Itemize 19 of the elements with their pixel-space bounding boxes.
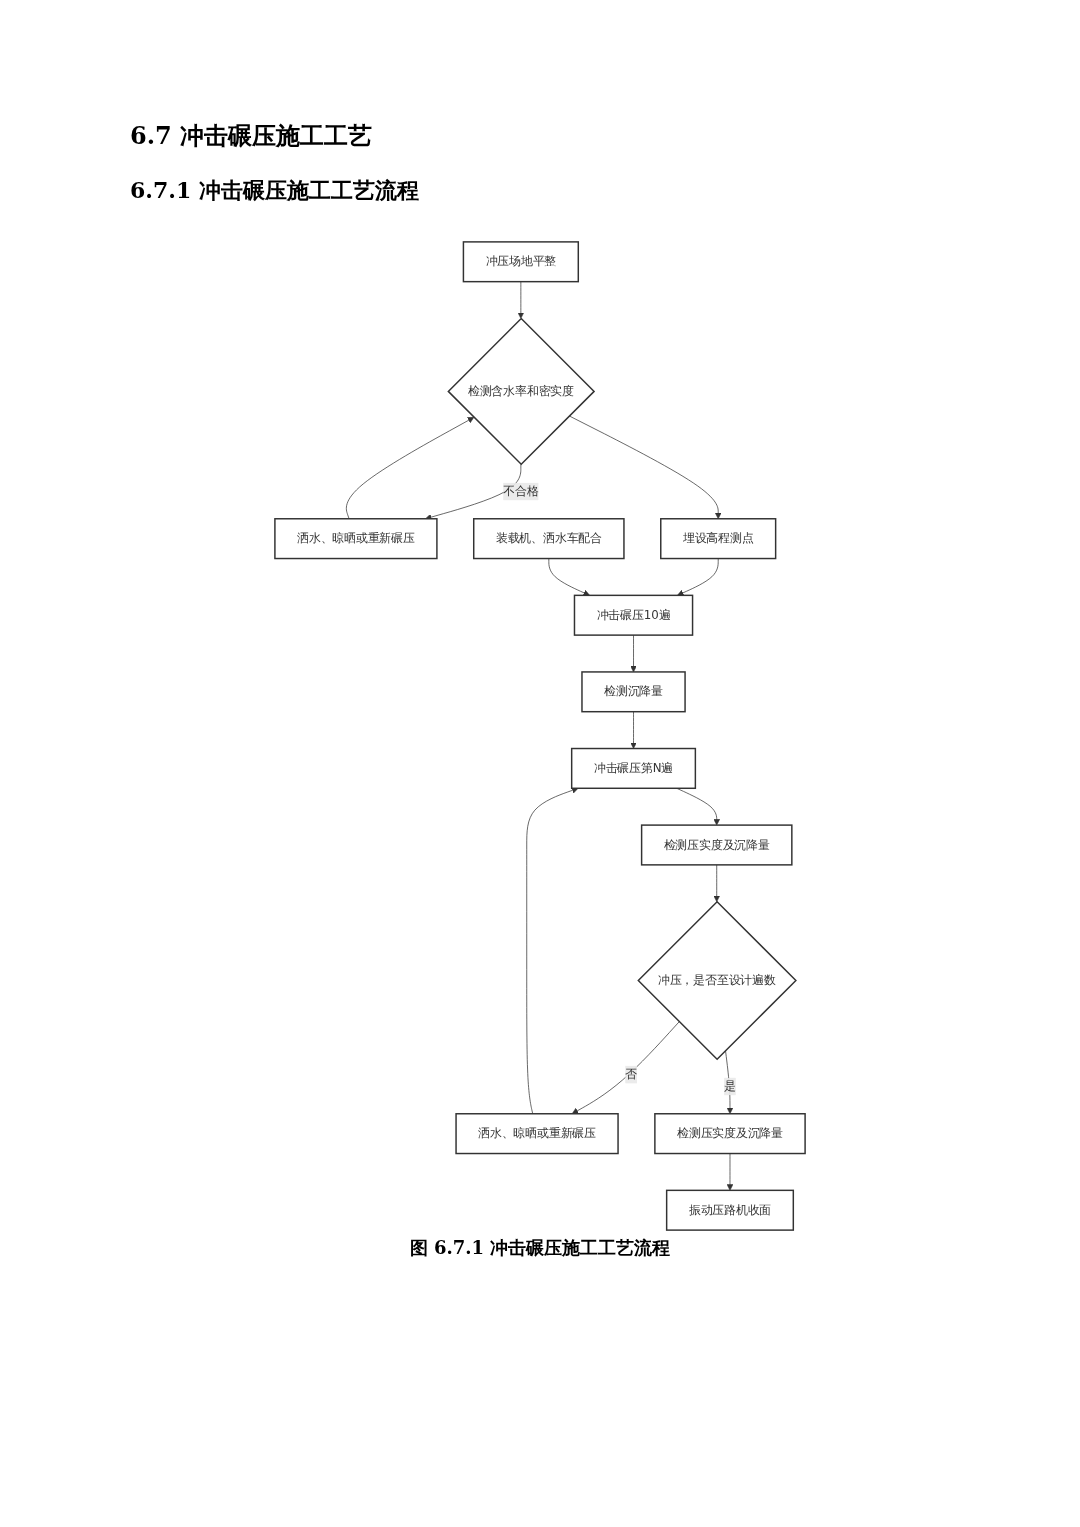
node-box: 冲击碾压10遍 <box>573 594 694 636</box>
node-box: 检测压实度及沉降量 <box>654 1113 806 1155</box>
edge-label: 否 <box>625 1067 638 1082</box>
node-box: 冲击碾压第N遍 <box>570 747 697 789</box>
node-diamond: 冲压，是否至设计遍数 <box>637 900 797 1061</box>
subsection-heading: 6.7.1 冲击碾压施工工艺流程 <box>130 176 419 205</box>
edge-label: 不合格 <box>503 484 539 499</box>
node-box: 振动压路机收面 <box>665 1189 795 1231</box>
node-box: 冲压场地平整 <box>462 241 580 283</box>
node-box: 检测压实度及沉降量 <box>640 824 793 866</box>
node-box: 检测沉降量 <box>581 671 686 713</box>
section-heading: 6.7 冲击碾压施工工艺 <box>130 120 373 152</box>
node-box: 洒水、晾晒或重新碾压 <box>274 518 438 560</box>
node-box: 洒水、晾晒或重新碾压 <box>455 1113 619 1155</box>
edge-label: 是 <box>724 1079 736 1094</box>
node-box: 埋设高程测点 <box>660 518 777 560</box>
node-box: 装载机、洒水车配合 <box>473 518 625 560</box>
figure-caption: 图 6.7.1 冲击碾压施工工艺流程 <box>409 1237 671 1258</box>
node-diamond: 检测含水率和密实度 <box>447 317 596 466</box>
